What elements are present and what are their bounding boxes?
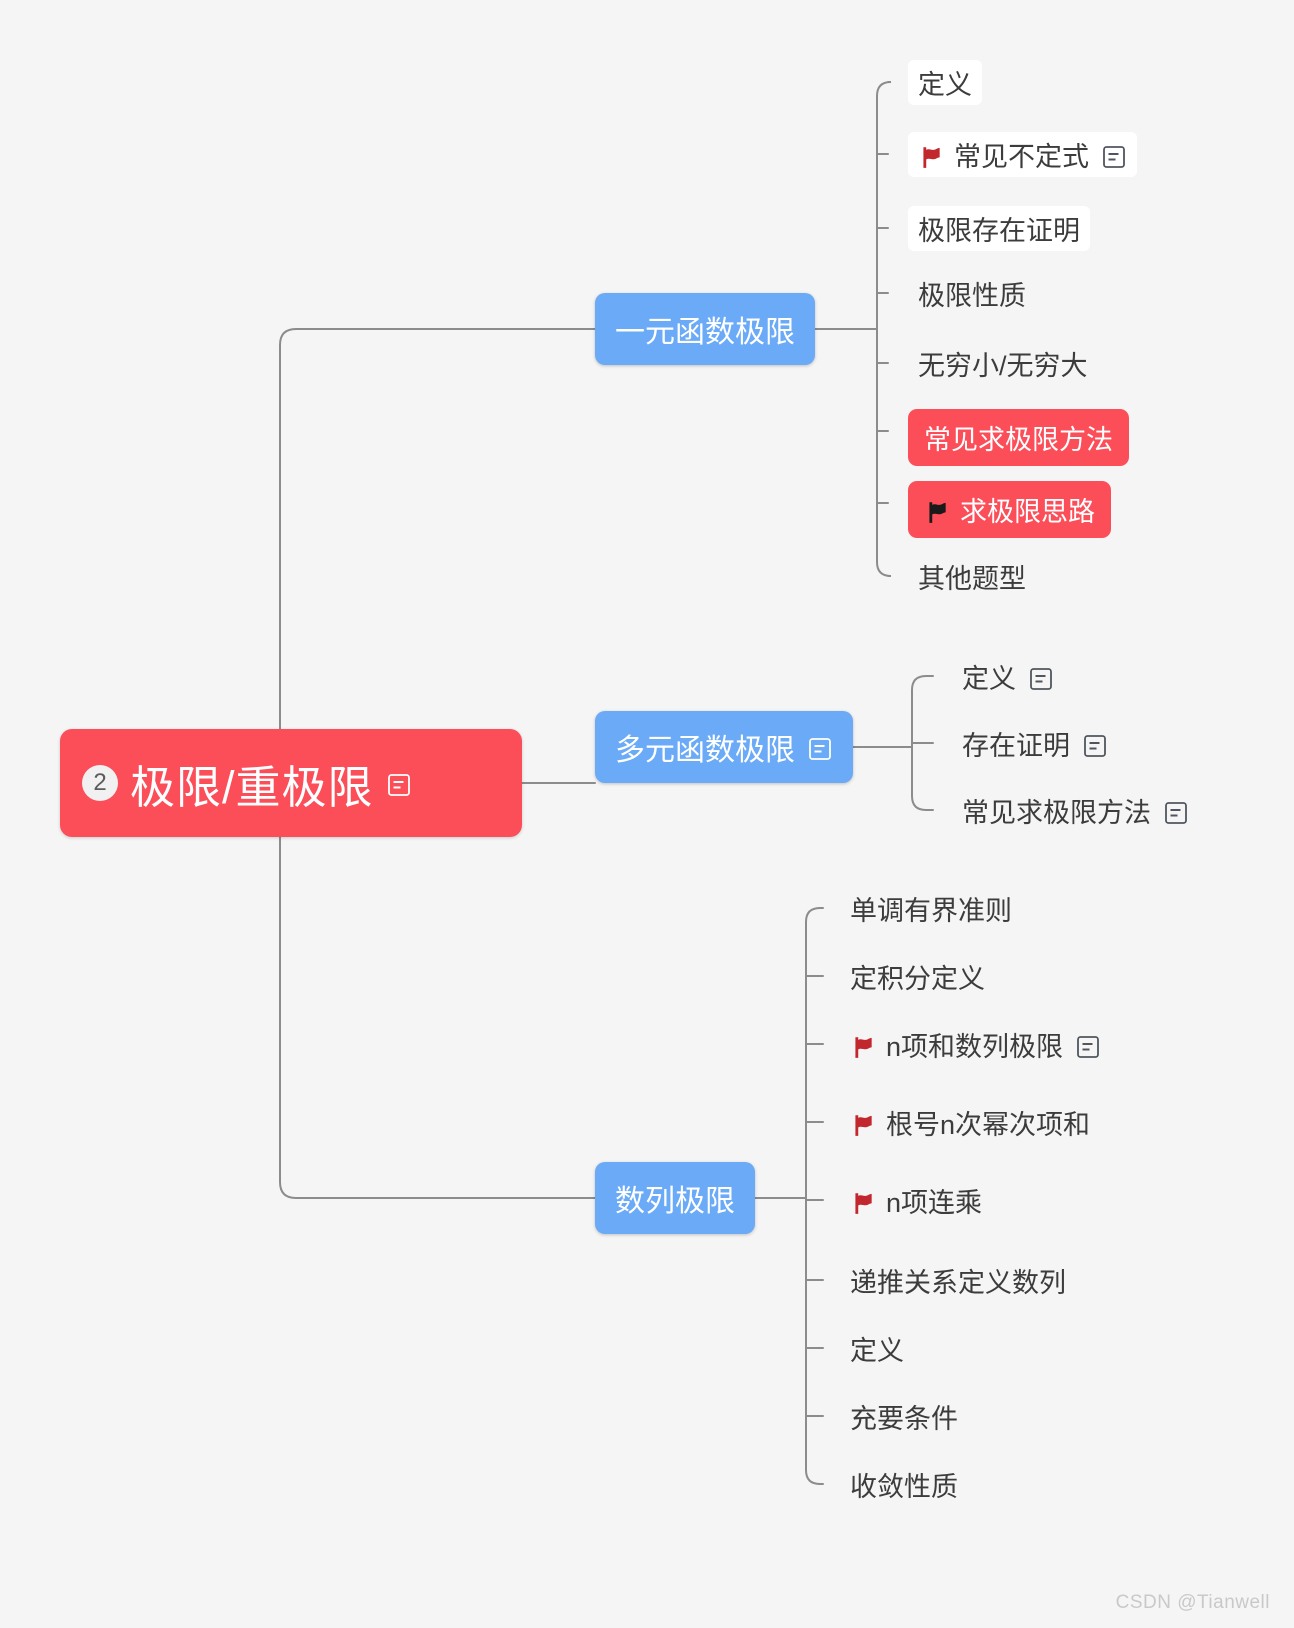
flag-icon (918, 144, 944, 170)
leaf-label: 常见求极限方法 (962, 798, 1151, 828)
flag-icon (850, 1034, 876, 1060)
branch-node-3[interactable]: 数列极限 (595, 1162, 755, 1234)
leaf-label: 定义 (918, 70, 972, 100)
leaf-label: 常见不定式 (954, 142, 1089, 172)
leaf-label: 根号n次幂次项和 (886, 1110, 1091, 1140)
note-icon (1075, 1033, 1101, 1061)
connector (805, 907, 824, 923)
leaf-node[interactable]: n项和数列极限 (840, 1022, 1111, 1067)
leaf-node[interactable]: 充要条件 (840, 1394, 968, 1439)
leaf-label: 求极限思路 (960, 497, 1095, 527)
note-icon (1028, 665, 1054, 693)
leaf-node[interactable]: 定积分定义 (840, 954, 995, 999)
leaf-node[interactable]: 定义 (952, 654, 1064, 699)
leaf-node[interactable]: 定义 (908, 60, 982, 105)
leaf-node[interactable]: 存在证明 (952, 721, 1118, 766)
leaf-label: 充要条件 (850, 1404, 958, 1434)
leaf-node[interactable]: 收敛性质 (840, 1462, 968, 1507)
leaf-node[interactable]: 极限存在证明 (908, 206, 1090, 251)
branch-label: 多元函数极限 (615, 734, 795, 767)
branch-node-2[interactable]: 多元函数极限 (595, 711, 853, 783)
leaf-label: 极限存在证明 (918, 216, 1080, 246)
connector (911, 795, 934, 811)
leaf-node[interactable]: 递推关系定义数列 (840, 1258, 1076, 1303)
leaf-node[interactable]: 求极限思路 (908, 481, 1111, 538)
leaf-label: 极限性质 (918, 281, 1026, 311)
leaf-label: 定义 (850, 1336, 904, 1366)
leaf-label: 常见求极限方法 (924, 425, 1113, 455)
leaf-label: 定积分定义 (850, 964, 985, 994)
connector (805, 1469, 824, 1485)
flag-icon (850, 1112, 876, 1138)
note-icon (1101, 143, 1127, 171)
connector (279, 328, 596, 784)
connector (279, 782, 596, 1199)
leaf-node[interactable]: 单调有界准则 (840, 886, 1022, 931)
branch-label: 一元函数极限 (615, 316, 795, 349)
root-node[interactable]: 2 极限/重极限 (60, 729, 522, 837)
note-icon (807, 735, 833, 763)
leaf-node[interactable]: 常见求极限方法 (908, 409, 1129, 466)
leaf-label: n项和数列极限 (886, 1032, 1064, 1062)
connector (911, 675, 934, 691)
leaf-label: 收敛性质 (850, 1472, 958, 1502)
note-icon (1163, 799, 1189, 827)
leaf-label: 存在证明 (962, 731, 1070, 761)
root-label: 极限/重极限 (130, 761, 374, 813)
leaf-node[interactable]: 定义 (840, 1326, 914, 1371)
leaf-label: n项连乘 (886, 1188, 983, 1218)
connector (876, 561, 892, 577)
connector (876, 81, 892, 97)
leaf-label: 单调有界准则 (850, 896, 1012, 926)
flag-icon (850, 1190, 876, 1216)
leaf-label: 无穷小/无穷大 (918, 351, 1088, 381)
leaf-node[interactable]: 常见求极限方法 (952, 788, 1199, 833)
leaf-node[interactable]: n项连乘 (840, 1178, 992, 1223)
branch-node-1[interactable]: 一元函数极限 (595, 293, 815, 365)
leaf-label: 定义 (962, 664, 1016, 694)
watermark: CSDN @Tianwell (1115, 1592, 1270, 1613)
leaf-node[interactable]: 常见不定式 (908, 132, 1137, 177)
root-badge: 2 (82, 765, 118, 801)
note-icon (1082, 732, 1108, 760)
branch-label: 数列极限 (615, 1185, 735, 1218)
note-icon (386, 771, 412, 799)
leaf-node[interactable]: 其他题型 (908, 554, 1036, 599)
flag-icon (924, 499, 950, 525)
leaf-node[interactable]: 极限性质 (908, 271, 1036, 316)
leaf-label: 其他题型 (918, 564, 1026, 594)
leaf-node[interactable]: 无穷小/无穷大 (908, 341, 1098, 386)
leaf-label: 递推关系定义数列 (850, 1268, 1066, 1298)
leaf-node[interactable]: 根号n次幂次项和 (840, 1100, 1100, 1145)
